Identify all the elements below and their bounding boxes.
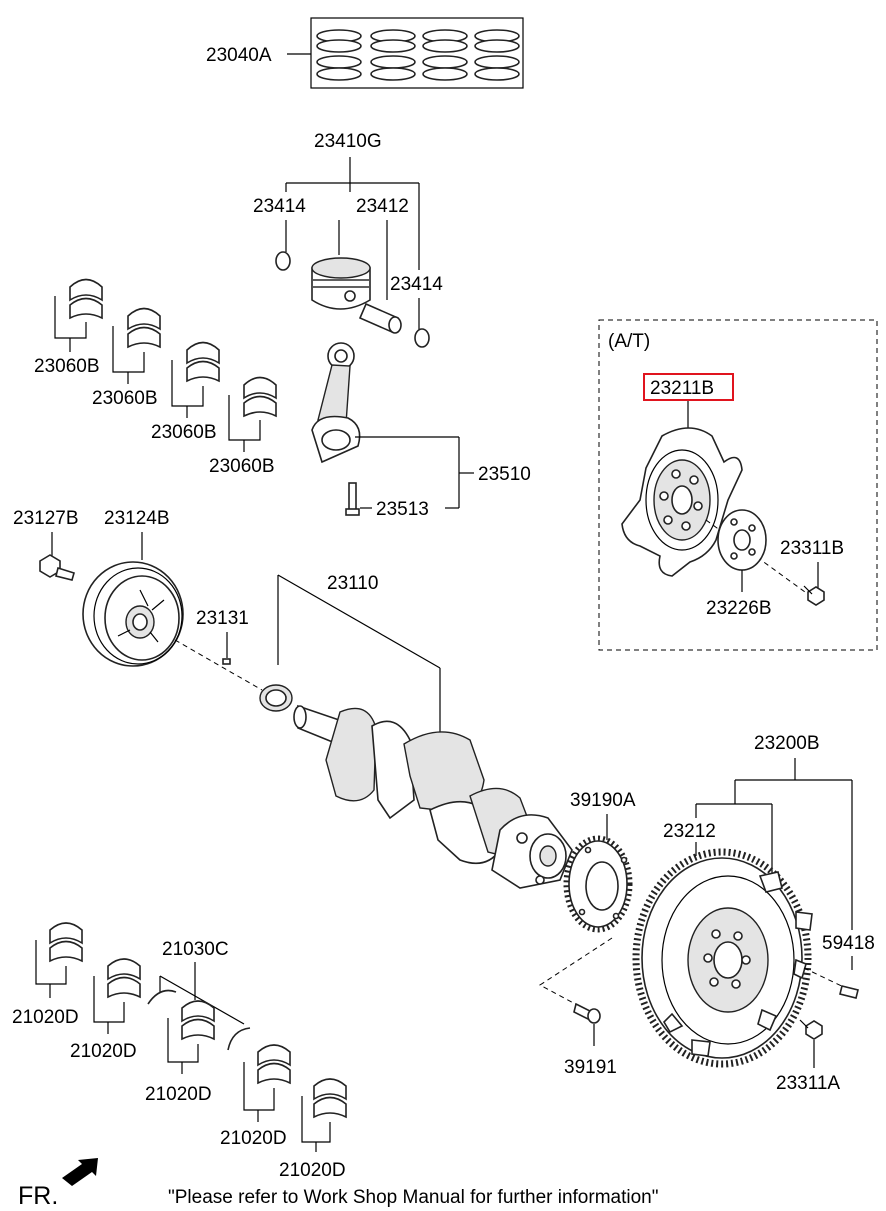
piston-leader-lines (285, 157, 420, 330)
pulley-bolt[interactable] (39, 554, 75, 581)
crankshaft[interactable] (293, 704, 573, 889)
flywheel[interactable] (632, 848, 813, 1068)
label-flywheel[interactable]: 23212 (663, 821, 716, 842)
label-flywheel-assy[interactable]: 23200B (754, 733, 820, 754)
label-pulley-bolt[interactable]: 23127B (13, 508, 79, 529)
damper-pulley[interactable] (82, 561, 184, 667)
thrust-washer-1[interactable] (147, 989, 177, 1005)
label-main-bearing-3[interactable]: 21020D (145, 1084, 212, 1105)
label-bearing-upper-3[interactable]: 23060B (151, 422, 217, 443)
main-bearing-5[interactable] (313, 1078, 347, 1119)
rod-bolt[interactable] (345, 482, 360, 516)
label-snap-ring-right[interactable]: 23414 (390, 274, 443, 295)
at-section-box (598, 319, 878, 651)
main-bearing-1[interactable] (49, 922, 83, 963)
adapter-plate[interactable] (717, 509, 767, 571)
thrust-washer-2[interactable] (227, 1027, 251, 1051)
key-alignment-line (174, 639, 263, 691)
con-rod-bearing-4[interactable] (243, 376, 277, 418)
label-main-bearing-1[interactable]: 21020D (12, 1007, 79, 1028)
label-bearing-upper-1[interactable]: 23060B (34, 356, 100, 377)
dowel-pin[interactable] (839, 985, 859, 999)
label-drive-plate[interactable]: 23211B (650, 378, 714, 399)
snap-ring-left[interactable] (275, 251, 291, 271)
piston[interactable] (311, 257, 371, 310)
con-rod-bearing-1[interactable] (69, 278, 103, 320)
main-bearing-2[interactable] (107, 958, 141, 999)
sensor-wheel-screw[interactable] (573, 1002, 601, 1024)
piston-pin[interactable] (358, 302, 402, 334)
label-bearing-upper-4[interactable]: 23060B (209, 456, 275, 477)
label-thrust-washer[interactable]: 21030C (162, 939, 229, 960)
label-sensor-wheel[interactable]: 39190A (570, 790, 636, 811)
label-rod-bolt[interactable]: 23513 (376, 499, 429, 520)
label-dowel-pin[interactable]: 59418 (822, 933, 875, 954)
crankshaft-leader (277, 574, 441, 735)
label-at-section: (A/T) (608, 331, 650, 352)
label-crankshaft[interactable]: 23110 (327, 573, 378, 594)
label-snap-ring-left[interactable]: 23414 (253, 196, 306, 217)
label-damper-pulley[interactable]: 23124B (104, 508, 170, 529)
sensor-wheel[interactable] (563, 835, 633, 933)
flywheel-bolt[interactable] (799, 1019, 823, 1040)
front-label: FR. (18, 1182, 58, 1210)
label-main-bearing-5[interactable]: 21020D (279, 1160, 346, 1181)
label-bearing-upper-2[interactable]: 23060B (92, 388, 158, 409)
connecting-rod[interactable] (311, 342, 361, 464)
drive-plate-bolt[interactable] (803, 585, 825, 606)
crank-gear[interactable] (259, 684, 293, 712)
footer-note: "Please refer to Work Shop Manual for fu… (168, 1187, 658, 1208)
main-bearing-4[interactable] (257, 1044, 291, 1085)
label-main-bearing-2[interactable]: 21020D (70, 1041, 137, 1062)
label-flywheel-bolt[interactable]: 23311A (776, 1073, 840, 1094)
con-rod-bearing-3[interactable] (186, 341, 220, 383)
label-drive-plate-bolt[interactable]: 23311B (780, 538, 844, 559)
label-ring-set[interactable]: 23040A (206, 45, 272, 66)
label-sensor-wheel-screw[interactable]: 39191 (564, 1057, 617, 1078)
label-key[interactable]: 23131 (196, 608, 249, 629)
flywheel-leader-lines (695, 758, 853, 970)
piston-ring-set[interactable] (287, 17, 524, 89)
label-main-bearing-4[interactable]: 21020D (220, 1128, 287, 1149)
crank-key[interactable] (222, 658, 231, 665)
thrust-leader-lines (159, 962, 245, 1025)
label-piston-assy[interactable]: 23410G (314, 131, 382, 152)
label-connecting-rod[interactable]: 23510 (478, 464, 531, 485)
label-adapter-plate[interactable]: 23226B (706, 598, 772, 619)
rod-leader-lines (355, 436, 474, 509)
main-bearing-3[interactable] (181, 1000, 215, 1041)
highlight-box (643, 373, 734, 401)
sensor-alignment-line (539, 937, 613, 1013)
snap-ring-right[interactable] (414, 328, 430, 348)
drive-plate[interactable] (621, 427, 743, 577)
con-rod-bearing-2[interactable] (127, 307, 161, 349)
label-piston-pin[interactable]: 23412 (356, 196, 409, 217)
front-arrow-icon (62, 1158, 98, 1186)
